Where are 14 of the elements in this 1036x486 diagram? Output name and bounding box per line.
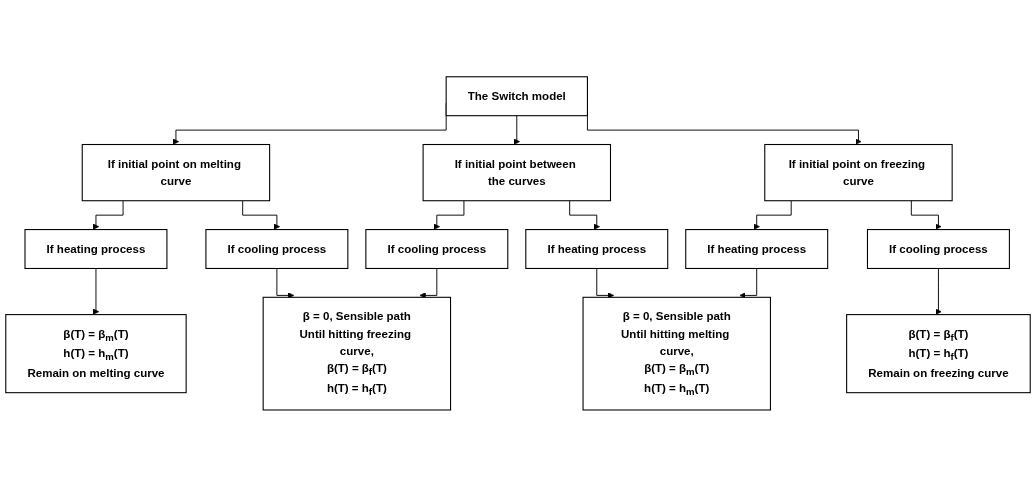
node-box: If heating process: [685, 228, 829, 269]
node-box: β(T) = β$_{m}$(T) h(T) = h$_{m}$(T) Remain on melting curve: [5, 313, 187, 393]
node-box: If initial point between the curves: [422, 143, 612, 201]
node-box: If cooling process: [205, 228, 349, 269]
node-box: If cooling process: [866, 228, 1010, 269]
node-box: If initial point on freezing curve: [764, 143, 953, 201]
node-box: β(T) = β$_{f}$(T) h(T) = h$_{f}$(T) Remain on freezing curve: [846, 313, 1031, 393]
node-box: If heating process: [525, 228, 669, 269]
node-box: β = 0, Sensible path Until hitting melting curve, β(T) = β$_{m}$(T) h(T) = h$_{m}$(T): [582, 296, 771, 411]
node-box: The Switch model: [445, 75, 588, 116]
node-box: β = 0, Sensible path Until hitting freezing curve, β(T) = β$_{f}$(T) h(T) = h$_{f}$(T): [262, 296, 452, 411]
node-box: If cooling process: [365, 228, 509, 269]
node-box: If initial point on melting curve: [81, 143, 271, 201]
node-box: If heating process: [24, 228, 168, 269]
